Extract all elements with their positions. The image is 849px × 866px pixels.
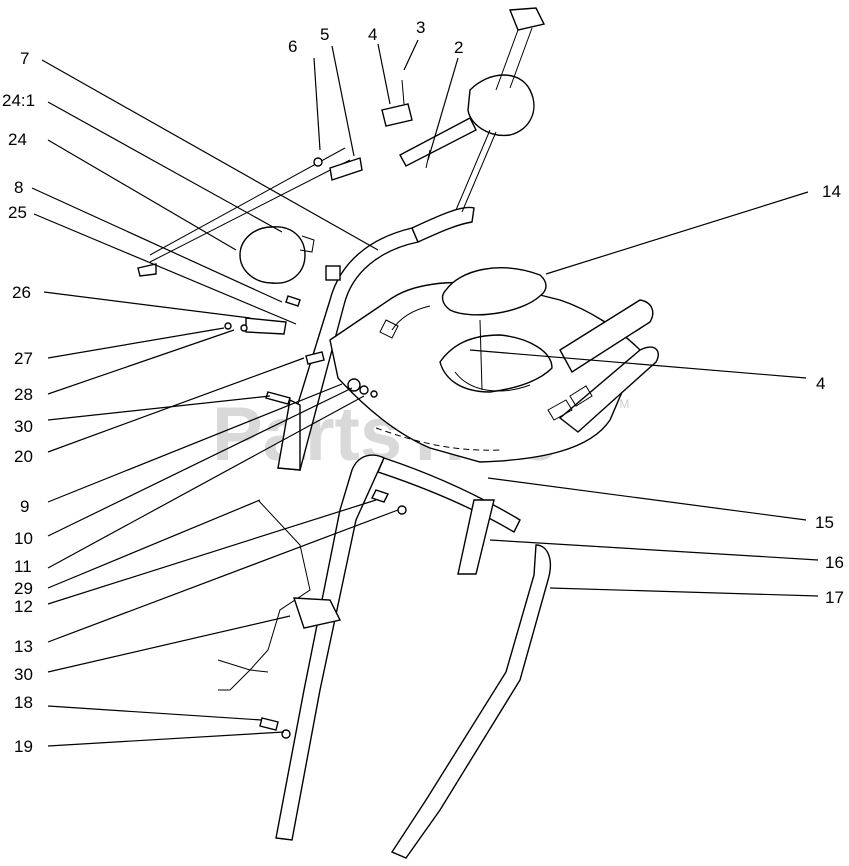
callout-15: 15 — [815, 513, 834, 532]
left-side-panel — [217, 499, 342, 691]
callout-4-top: 4 — [368, 25, 377, 44]
callout-3: 3 — [416, 18, 425, 37]
callout-29: 29 — [14, 579, 33, 598]
lamp-assembly — [137, 147, 351, 284]
callout-12: 12 — [14, 597, 33, 616]
callout-5: 5 — [320, 25, 329, 44]
callout-27: 27 — [14, 349, 33, 368]
callout-30-upper: 30 — [14, 417, 33, 436]
callout-18: 18 — [14, 693, 33, 712]
lower-handle-right — [390, 499, 552, 859]
callout-8: 8 — [14, 178, 23, 197]
callout-24-1: 24:1 — [2, 91, 35, 110]
callout-9: 9 — [20, 497, 29, 516]
callout-labels: 7 24:1 24 8 25 26 27 28 30 20 9 10 11 29… — [2, 18, 844, 756]
callout-19: 19 — [14, 737, 33, 756]
control-cover — [441, 267, 547, 391]
top-control-knob — [455, 7, 546, 213]
callout-11: 11 — [14, 557, 32, 576]
callout-26: 26 — [12, 283, 31, 302]
callout-10: 10 — [14, 529, 33, 548]
leader-lines — [31, 39, 819, 747]
callout-13: 13 — [14, 637, 33, 656]
callout-7: 7 — [20, 49, 29, 68]
small-hardware — [224, 295, 407, 739]
callout-14: 14 — [822, 182, 841, 201]
callout-20: 20 — [14, 447, 33, 466]
callout-2: 2 — [454, 38, 463, 57]
callout-16: 16 — [825, 553, 844, 572]
shift-rod-assembly — [313, 79, 477, 181]
callout-30-lower: 30 — [14, 665, 33, 684]
right-grip — [547, 299, 659, 433]
callout-24: 24 — [8, 130, 27, 149]
callout-25: 25 — [8, 203, 27, 222]
callout-4-right: 4 — [816, 374, 825, 393]
callout-6: 6 — [288, 37, 297, 56]
callout-28: 28 — [14, 385, 33, 404]
callout-17: 17 — [825, 588, 844, 607]
